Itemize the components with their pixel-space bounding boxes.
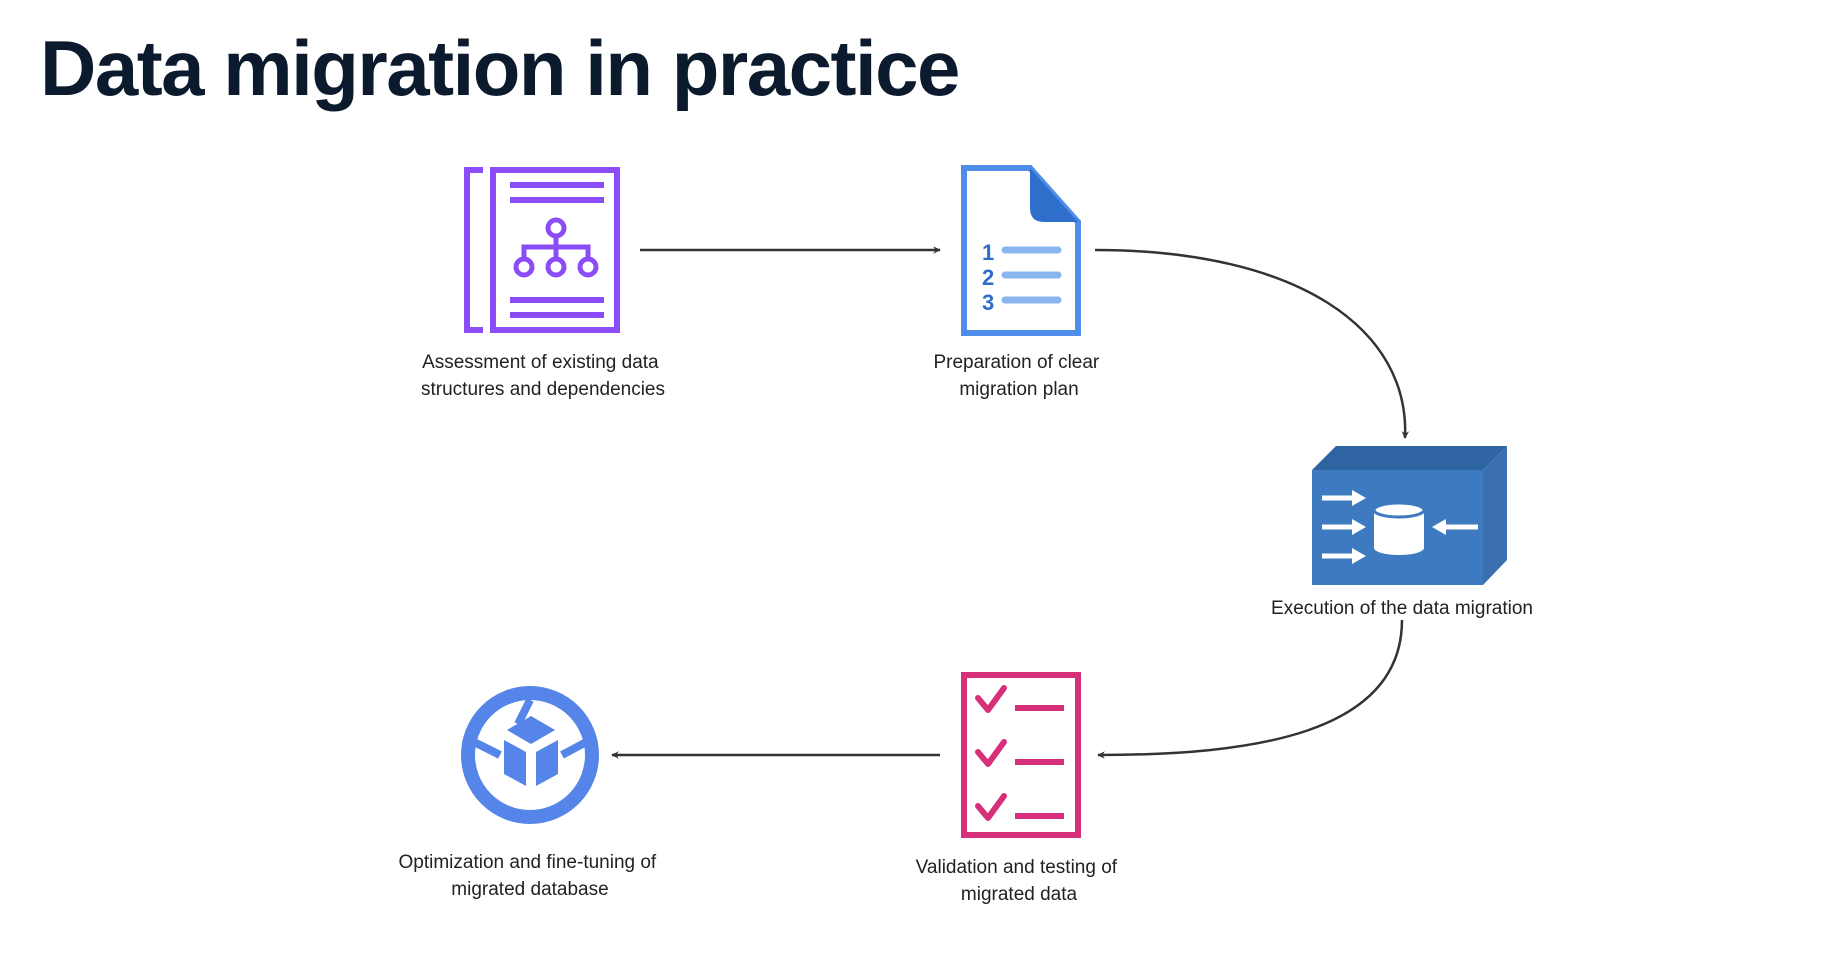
label-line: Preparation of clear: [933, 352, 1099, 373]
label-line: Execution of the data migration: [1271, 598, 1533, 619]
node-label: Execution of the data migration: [1271, 598, 1533, 619]
list-number: 1: [982, 240, 994, 265]
checklist-icon: [961, 672, 1081, 838]
data-transfer-box-icon: [1312, 446, 1507, 585]
node-label: Optimization and fine-tuning of migrated…: [399, 852, 662, 900]
document-hierarchy-icon: [464, 167, 620, 333]
label-line: migrated data: [961, 884, 1078, 905]
check-icon: [975, 685, 1007, 713]
node-validation: Validation and testing of migrated data: [916, 672, 1123, 905]
node-execution: Execution of the data migration: [1271, 446, 1533, 619]
node-label: Preparation of clear migration plan: [933, 352, 1104, 400]
node-optimization: Optimization and fine-tuning of migrated…: [399, 686, 662, 900]
node-label: Validation and testing of migrated data: [916, 857, 1123, 905]
check-icon: [975, 739, 1007, 767]
label-line: migration plan: [959, 379, 1078, 400]
database-icon: [1372, 501, 1426, 555]
node-label: Assessment of existing data structures a…: [421, 352, 665, 400]
optimization-cube-icon: [461, 686, 599, 824]
label-line: Optimization and fine-tuning of: [399, 852, 657, 873]
edge-preparation-to-execution: [1094, 248, 1410, 439]
node-preparation: 1 2 3 Preparation of clear migration pla…: [933, 165, 1104, 400]
label-line: structures and dependencies: [421, 379, 665, 400]
list-number: 2: [982, 265, 994, 290]
numbered-list-document-icon: 1 2 3: [961, 165, 1081, 336]
label-line: Assessment of existing data: [422, 352, 659, 373]
check-icon: [975, 793, 1007, 821]
edge-execution-to-validation: [1097, 619, 1404, 759]
label-line: Validation and testing of: [916, 857, 1118, 878]
label-line: migrated database: [451, 879, 608, 900]
node-assessment: Assessment of existing data structures a…: [421, 167, 665, 400]
page-title: Data migration in practice: [40, 24, 960, 112]
list-number: 3: [982, 290, 994, 315]
